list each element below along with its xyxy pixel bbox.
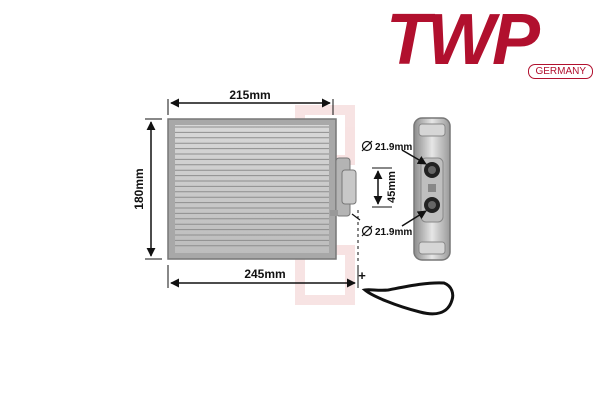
gasket-seal xyxy=(361,281,455,316)
callout-diameter-top xyxy=(361,140,427,165)
plus-mark: + xyxy=(358,268,366,283)
dim-top-width xyxy=(167,98,334,115)
label-diameter-top: 21.9mm xyxy=(375,142,412,153)
radiator-core xyxy=(167,118,337,260)
label-height: 180mm xyxy=(132,168,146,209)
callout-diameter-bottom xyxy=(351,210,427,237)
brand-logo: TWP GERMANY xyxy=(380,0,595,86)
dim-height xyxy=(145,118,162,260)
dim-total-width xyxy=(167,265,359,288)
label-top-width: 215mm xyxy=(229,88,270,102)
label-total-width: 245mm xyxy=(244,267,285,281)
brand-name: TWP xyxy=(386,0,540,80)
label-pipe-spacing: 45mm xyxy=(386,171,398,203)
brand-subtitle: GERMANY xyxy=(528,64,593,79)
side-flange xyxy=(330,157,357,217)
dim-pipe-spacing xyxy=(372,167,392,208)
core-fins xyxy=(175,126,329,247)
side-tank xyxy=(413,117,451,261)
label-diameter-bottom: 21.9mm xyxy=(375,227,412,238)
